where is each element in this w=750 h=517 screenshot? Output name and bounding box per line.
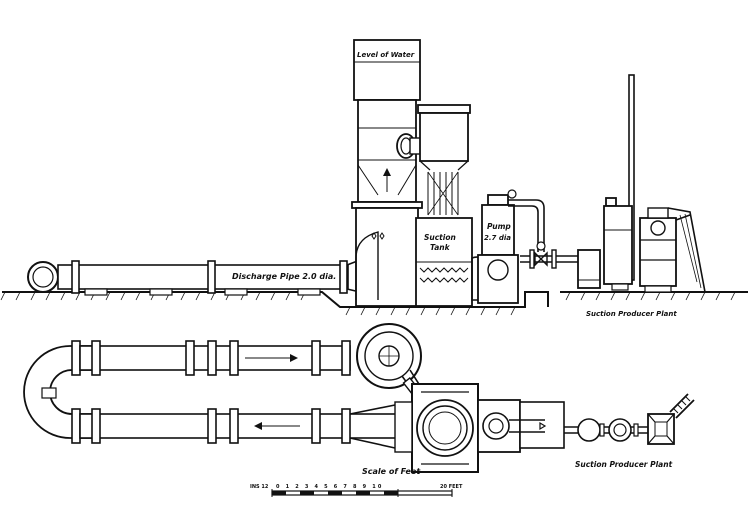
scale-left-label: INS 12 [250,484,269,490]
discharge-pipe-elevation [27,258,361,296]
ground-line [0,291,748,316]
gas-pipe-elevation [520,249,580,269]
scale-of-feet: Scale of Feet INS 12 0 1 2 3 4 5 6 7 8 9… [250,467,463,497]
scale-numbers: 0 1 2 3 4 5 6 7 8 9 10 [276,484,384,490]
label-producer-plant-plan: Suction Producer Plant [575,460,673,469]
label-pump: Pump [487,222,511,231]
water-tower: Level of Water [351,39,423,307]
label-tank: Tank [430,243,451,252]
label-producer-plant-elevation: Suction Producer Plant [586,310,677,318]
gas-line-plan [564,418,650,442]
plan-view: Suction Producer Plant [23,323,695,473]
label-discharge-pipe: Discharge Pipe 2.0 dia. [232,272,336,281]
upper-pipe-plan [79,340,351,376]
label-pump-dia: 2.7 dia [484,234,511,242]
label-level-of-water: Level of Water [357,51,415,59]
return-bend [23,340,95,444]
water-tower-plan [356,323,425,399]
suction-tank-elevation: Suction Tank [415,104,473,307]
scale-right-label: 20 FEET [440,484,463,490]
producer-plant-elevation [577,74,706,293]
connecting-nozzle [396,133,423,159]
pump-elevation: Pump 2.7 dia [471,189,546,304]
suction-tank-plan [394,383,479,473]
label-suction: Suction [424,233,456,242]
pump-plan [477,399,565,453]
scale-title: Scale of Feet [362,467,421,476]
lower-pipe-plan [79,404,411,449]
elevation-view: Level of Water Suction Tank [0,39,748,318]
producer-plant-plan [647,393,695,445]
